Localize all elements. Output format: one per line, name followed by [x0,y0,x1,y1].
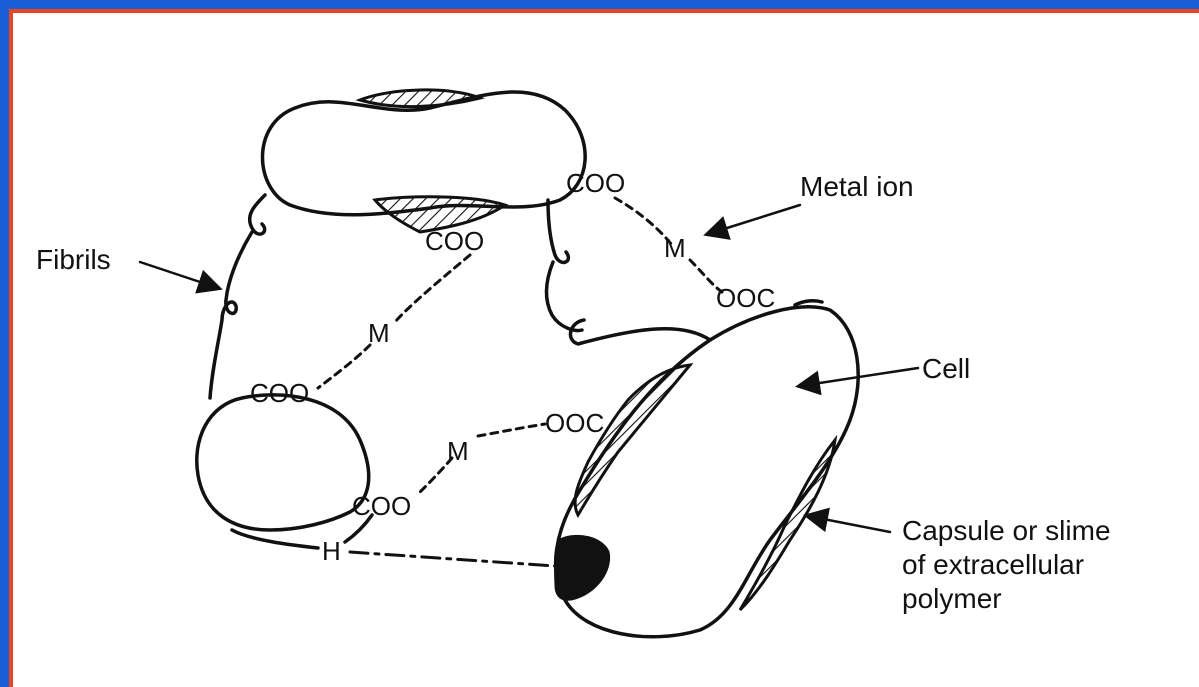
fibril-left-top [250,195,265,234]
label-capsule-line1: Capsule or slime [902,515,1111,546]
left-cell-lower-bond [232,530,318,548]
group-m-center: M [447,436,469,466]
group-coo-bottom: COO [352,491,411,521]
fibril-left-long [210,232,252,398]
label-capsule-line2: of extracellular [902,549,1084,580]
group-ooc-center: OOC [545,408,604,438]
left-cell [197,395,369,530]
fibril-right-hook [570,320,710,344]
group-coo-top: COO [566,168,625,198]
fibril-right-top [548,200,568,262]
label-cell: Cell [922,353,970,384]
fibrils-arrow [140,262,218,288]
group-coo-mid: COO [425,226,484,256]
metal-ion-arrow [708,205,800,234]
label-metal-ion: Metal ion [800,171,914,202]
group-ooc-right: OOC [716,283,775,313]
capsule-arrow [808,516,890,532]
right-capsule-lower [740,440,835,610]
right-capsule-upper [575,365,690,515]
fibril-to-ooc-right [795,301,822,305]
fibril-right-long [546,262,582,330]
label-fibrils: Fibrils [36,244,111,275]
bridge-center-right [478,424,545,436]
group-h: H [322,536,341,566]
bridge-mid-upper [395,255,470,322]
group-m-left: M [368,318,390,348]
group-m-right: M [664,233,686,263]
label-capsule-line3: polymer [902,583,1002,614]
attachment-site [555,536,608,599]
group-coo-left: COO [250,378,309,408]
bridge-mid-lower [318,345,370,388]
hydrogen-bond [350,552,555,566]
